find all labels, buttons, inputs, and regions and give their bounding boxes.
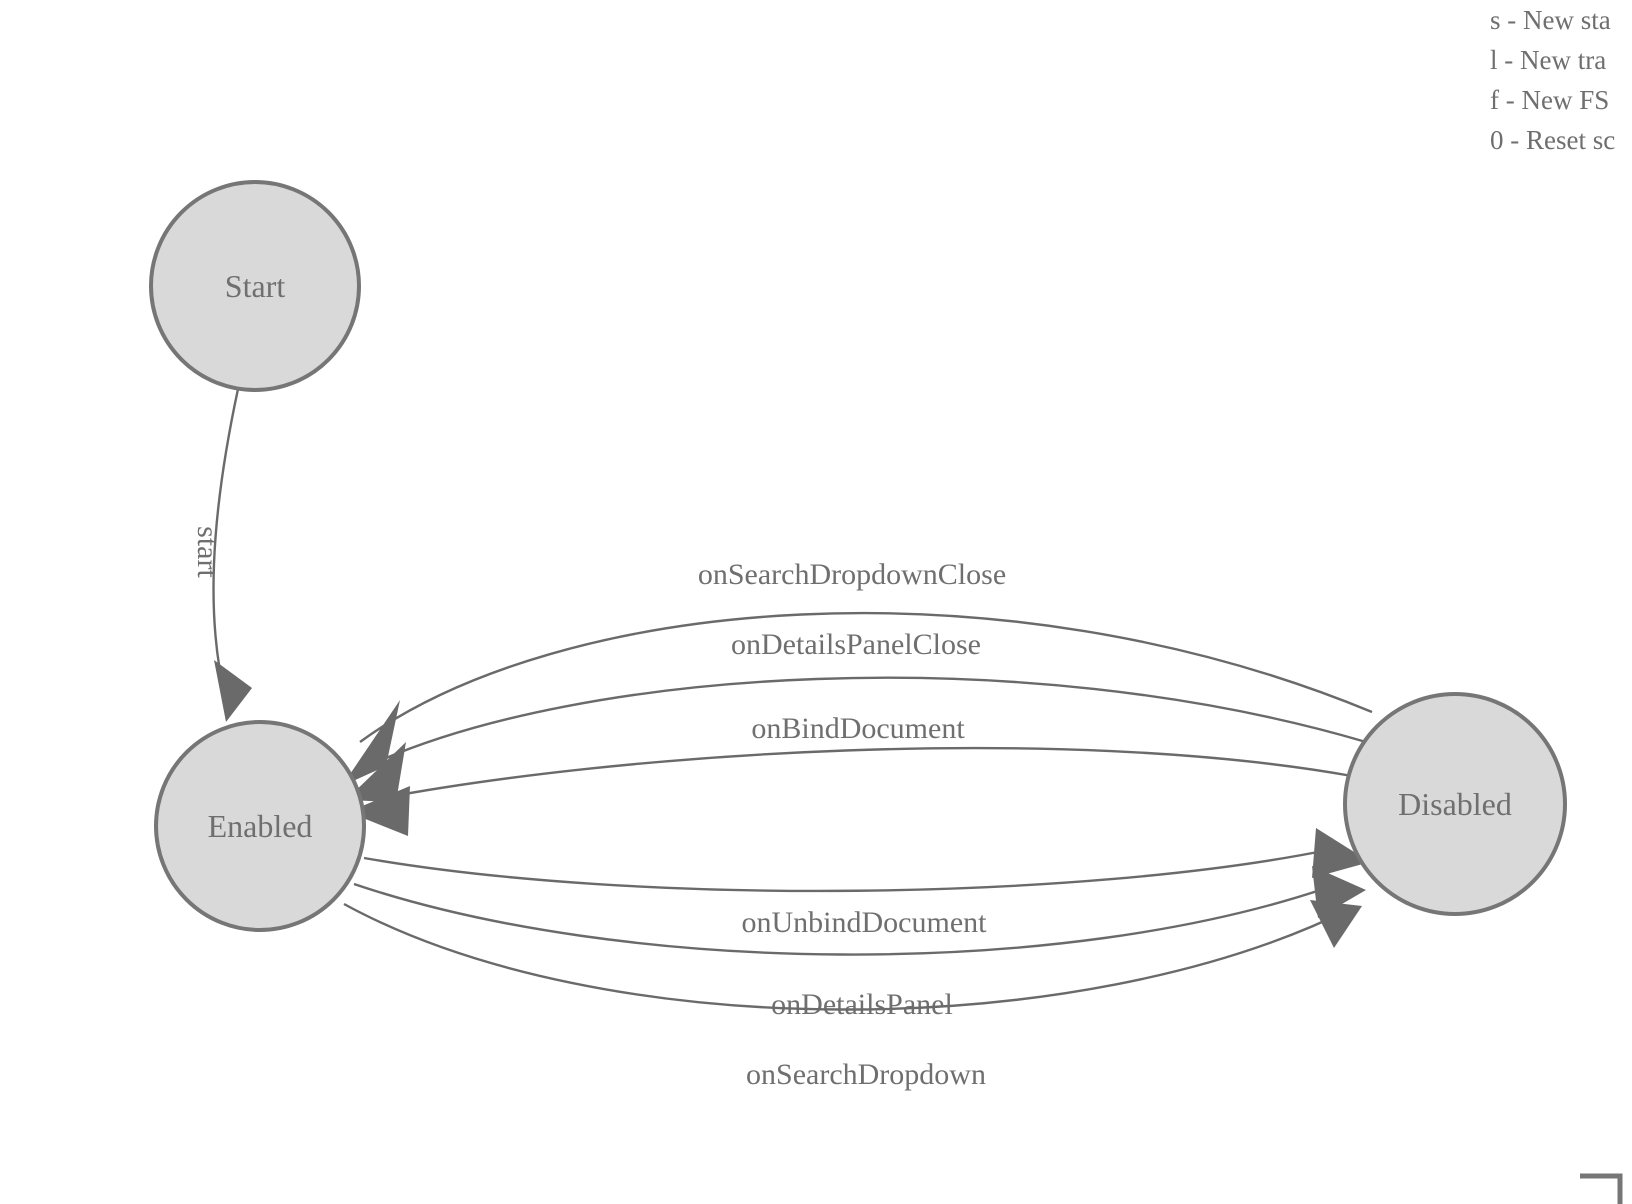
edge-path[interactable] xyxy=(343,902,1353,1011)
edge-disabled-to-enabled-onsearchdropdownclose[interactable]: onSearchDropdownClose xyxy=(342,558,1373,786)
arrowhead-icon xyxy=(1310,900,1362,948)
edge-enabled-to-disabled-ondetailspanel[interactable]: onDetailsPanel xyxy=(353,866,1366,1021)
arrowhead-icon xyxy=(1312,828,1370,878)
edge-label-ondetailspanel: onDetailsPanel xyxy=(771,988,953,1021)
arrowhead-icon xyxy=(348,786,410,836)
canvas-corner-handle[interactable] xyxy=(1580,1173,1623,1204)
edge-disabled-to-enabled-ondetailspanelclose[interactable]: onDetailsPanelClose xyxy=(346,628,1367,802)
edge-label-onbinddocument: onBindDocument xyxy=(751,712,965,745)
arrowhead-icon xyxy=(214,660,252,722)
edge-label-onsearchdropdownclose: onSearchDropdownClose xyxy=(698,558,1006,591)
edge-path[interactable] xyxy=(359,611,1373,743)
edge-path[interactable] xyxy=(367,676,1367,768)
state-label-start: Start xyxy=(225,268,286,304)
edge-enabled-to-disabled-onsearchdropdown[interactable]: onSearchDropdown xyxy=(343,900,1362,1091)
edge-label-start: start xyxy=(191,526,224,578)
edge-disabled-to-enabled-onbinddocument[interactable]: onBindDocument xyxy=(348,712,1353,836)
edge-label-onsearchdropdown: onSearchDropdown xyxy=(746,1058,986,1091)
state-circle[interactable] xyxy=(154,720,366,932)
state-node-start[interactable]: Start xyxy=(149,180,361,392)
state-circle[interactable] xyxy=(149,180,361,392)
state-node-enabled[interactable]: Enabled xyxy=(154,720,366,932)
state-label-enabled: Enabled xyxy=(208,808,313,844)
edge-path[interactable] xyxy=(353,882,1339,956)
state-label-disabled: Disabled xyxy=(1398,786,1512,822)
edge-path[interactable] xyxy=(363,848,1329,893)
state-node-disabled[interactable]: Disabled xyxy=(1343,692,1567,916)
arrowhead-icon xyxy=(346,742,406,802)
edge-enabled-to-disabled-onunbinddocument[interactable]: onUnbindDocument xyxy=(363,828,1370,939)
state-circle[interactable] xyxy=(1343,692,1567,916)
edge-label-onunbinddocument: onUnbindDocument xyxy=(742,906,988,939)
edge-start-to-enabled[interactable]: start xyxy=(191,388,252,722)
edge-path[interactable] xyxy=(371,746,1353,802)
edge-label-ondetailspanelclose: onDetailsPanelClose xyxy=(731,628,981,661)
